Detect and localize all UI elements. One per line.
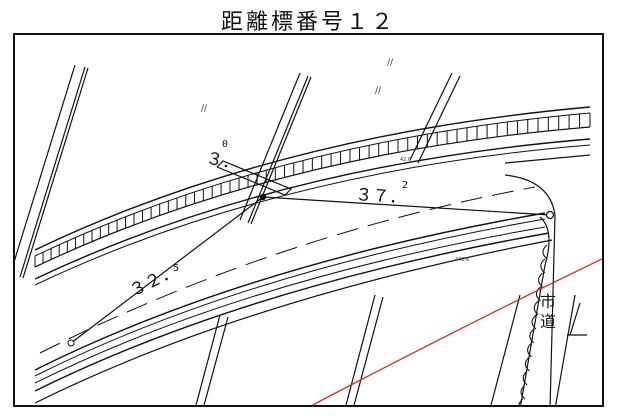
city-road-label-2: 道: [540, 312, 556, 331]
survey-lines: [70, 160, 551, 344]
embankment-scallop: [520, 384, 526, 400]
boundary-line: [311, 258, 602, 405]
guardrail-ticks: [34, 113, 591, 267]
survey-endpoint-right: [545, 210, 555, 220]
tick-mark-a: //: [201, 104, 208, 114]
embankment-scallop: [524, 356, 530, 372]
tick-mark-c: //: [387, 58, 394, 68]
embankment-scallop: [522, 370, 528, 386]
survey-point: [259, 193, 267, 201]
distance-label-37-2: ３７．: [355, 185, 407, 209]
distance-label-32-5-sup: 5: [173, 263, 179, 274]
elevation-mark-2: 440.6: [455, 257, 469, 263]
embankment-scallop: [518, 398, 524, 405]
lower-highway: [34, 212, 553, 404]
embankment-scallop: [535, 286, 541, 302]
elevation-mark-1: 42.0: [400, 157, 411, 163]
embankment-scallop: [542, 244, 548, 260]
city-road-label-1: 市: [540, 292, 556, 311]
embankment-scallop: [531, 314, 537, 330]
distance-label-3-0: ３．: [204, 148, 241, 175]
diagonal-streets: [15, 64, 521, 405]
survey-endpoint-left: [67, 339, 75, 347]
tick-mark-b: //: [375, 86, 382, 96]
embankment-scallop: [527, 342, 532, 358]
embankment-scallop: [540, 258, 546, 274]
embankment-scallop: [538, 272, 543, 288]
upper-highway: [34, 106, 591, 286]
distance-label-37-2-sup: 2: [402, 180, 408, 191]
ramp-curve: [504, 154, 591, 405]
city-road-edge: [555, 294, 587, 405]
embankment-scallop: [533, 300, 539, 316]
map-canvas: ３． 0 ３７． 2 ３２． 5 42.0 440.6 // // // 市 道: [15, 58, 602, 405]
embankment-hatching: [518, 244, 548, 405]
embankment-scallop: [529, 328, 535, 344]
distance-label-3-0-sup: 0: [222, 139, 228, 150]
map-title: 距離標番号１２: [220, 10, 396, 35]
dashed-centerline: [39, 186, 536, 354]
map-frame: ３． 0 ３７． 2 ３２． 5 42.0 440.6 // // // 市 道: [13, 33, 604, 407]
